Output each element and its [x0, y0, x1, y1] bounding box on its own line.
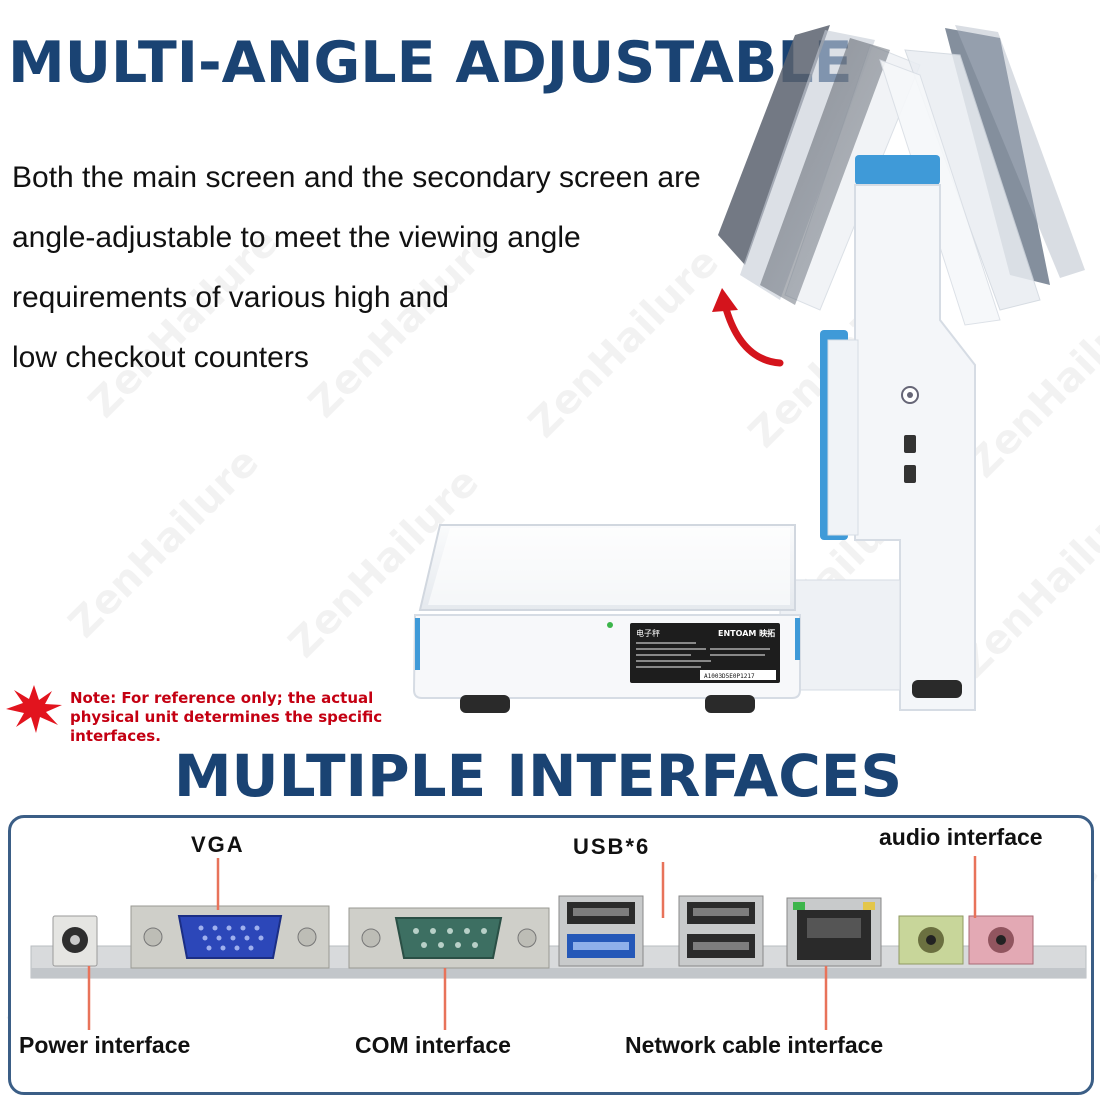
- svg-text:电子秤: 电子秤: [636, 628, 660, 638]
- vga-port-icon: [130, 905, 330, 969]
- heading-multi-angle: MULTI-ANGLE ADJUSTABLE: [8, 30, 853, 96]
- note-line: Note: For reference only; the actual: [70, 689, 374, 707]
- usb-ports-icon: [558, 895, 764, 967]
- description: Both the main screen and the secondary s…: [12, 148, 802, 388]
- foot: [705, 695, 755, 713]
- svg-text:ENTOAM 映拓: ENTOAM 映拓: [718, 628, 775, 638]
- audio-ports-icon: [898, 915, 1034, 965]
- label-com-interface: COM interface: [355, 1032, 511, 1058]
- label-vga: VGA: [191, 832, 245, 857]
- svg-text:A1003D5E0P1217: A1003D5E0P1217: [704, 673, 755, 680]
- column-cap: [855, 155, 940, 185]
- description-line: angle-adjustable to meet the viewing ang…: [12, 221, 581, 254]
- description-line: low checkout counters: [12, 341, 309, 374]
- foot: [460, 695, 510, 713]
- label-network-interface: Network cable interface: [625, 1032, 884, 1058]
- label-power-interface: Power interface: [19, 1032, 191, 1058]
- motherboard-io-illustration: [30, 856, 1087, 1030]
- note-line: physical unit determines the specific in…: [70, 708, 383, 745]
- rotation-arrow-icon: [721, 301, 784, 367]
- network-port-icon: [786, 897, 882, 967]
- description-line: requirements of various high and: [12, 281, 449, 314]
- pos-scale-illustration: 电子秤 ENTOAM 映拓 A1003D5E0P1217: [412, 25, 1085, 713]
- reference-note: Note: For reference only; the actual phy…: [4, 685, 474, 745]
- interfaces-panel: VGA USB*6 audio interface Power interfac…: [8, 815, 1094, 1095]
- usb-port-icon: [904, 435, 916, 453]
- usb-port-icon: [904, 465, 916, 483]
- label-audio-interface: audio interface: [879, 824, 1043, 850]
- watermark: ZenHailure: [60, 439, 268, 647]
- foot: [912, 680, 962, 698]
- starburst-icon: [6, 685, 62, 733]
- com-port-icon: [348, 907, 550, 969]
- pointer-lines: [87, 856, 977, 1030]
- label-usb: USB*6: [573, 834, 651, 859]
- main-screen-angles: [718, 25, 921, 311]
- description-line: Both the main screen and the secondary s…: [12, 161, 701, 194]
- heading-multiple-interfaces: MULTIPLE INTERFACES: [0, 742, 1100, 810]
- heading-multiple-interfaces-text: MULTIPLE INTERFACES: [173, 742, 903, 810]
- power-jack-icon: [52, 915, 98, 967]
